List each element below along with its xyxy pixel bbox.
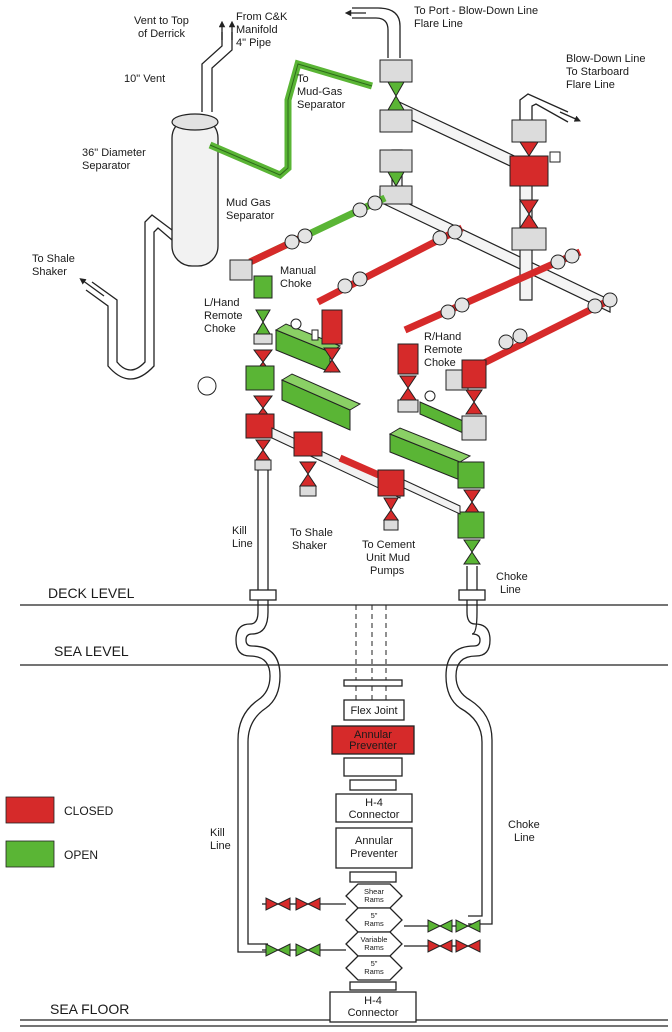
legend-open-swatch xyxy=(5,840,55,868)
rams-5in-a-label: 5"Rams xyxy=(364,911,384,928)
flex-joint-label: Flex Joint xyxy=(350,705,397,717)
level-labels: DECK LEVEL SEA LEVEL SEA FLOOR xyxy=(48,585,135,1017)
deck-risers xyxy=(249,470,486,601)
choke-line-loop xyxy=(445,600,493,925)
label-10in-vent: 10" Vent xyxy=(124,73,165,85)
port-flare-pipe xyxy=(344,7,401,58)
branch-outlines xyxy=(284,195,618,350)
annular-preventer-top-box xyxy=(331,725,415,755)
upper-valves xyxy=(379,59,561,251)
bop-side-valves xyxy=(262,897,481,957)
central-green-header xyxy=(280,373,472,481)
rams-5in-b-label: 5"Rams xyxy=(364,959,384,976)
legend-open-label: OPEN xyxy=(64,848,98,862)
lower-middle-manifold xyxy=(271,427,461,531)
rams-5in-b-box xyxy=(345,955,403,981)
bop-stack xyxy=(329,679,417,1023)
legend: CLOSED OPEN xyxy=(5,796,114,868)
h4-connector-bottom-box xyxy=(329,991,417,1023)
flex-joint-box xyxy=(343,699,405,721)
rhand-remote-choke xyxy=(397,343,487,441)
h4-connector-top-box xyxy=(335,793,413,823)
kill-line-loop xyxy=(235,600,281,953)
vent-pipe xyxy=(201,20,236,112)
lhand-remote-choke xyxy=(274,309,343,373)
sea-floor-label: SEA FLOOR xyxy=(50,1001,129,1017)
riser-dashed xyxy=(355,605,387,700)
upper-header-pipes xyxy=(379,99,611,313)
legend-closed-swatch xyxy=(5,796,55,824)
shale-return-pipe xyxy=(79,214,173,380)
left-valve-column xyxy=(197,349,275,471)
starboard-flare-pipe xyxy=(519,93,581,123)
manual-choke xyxy=(229,259,273,345)
annular-preventer-mid-box xyxy=(335,827,413,869)
mud-gas-green-line xyxy=(208,59,373,180)
deck-level-label: DECK LEVEL xyxy=(48,585,135,601)
sea-level-label: SEA LEVEL xyxy=(54,643,129,659)
legend-closed-label: CLOSED xyxy=(64,804,114,818)
right-valve-column xyxy=(457,461,485,565)
separator-36in xyxy=(171,113,219,267)
